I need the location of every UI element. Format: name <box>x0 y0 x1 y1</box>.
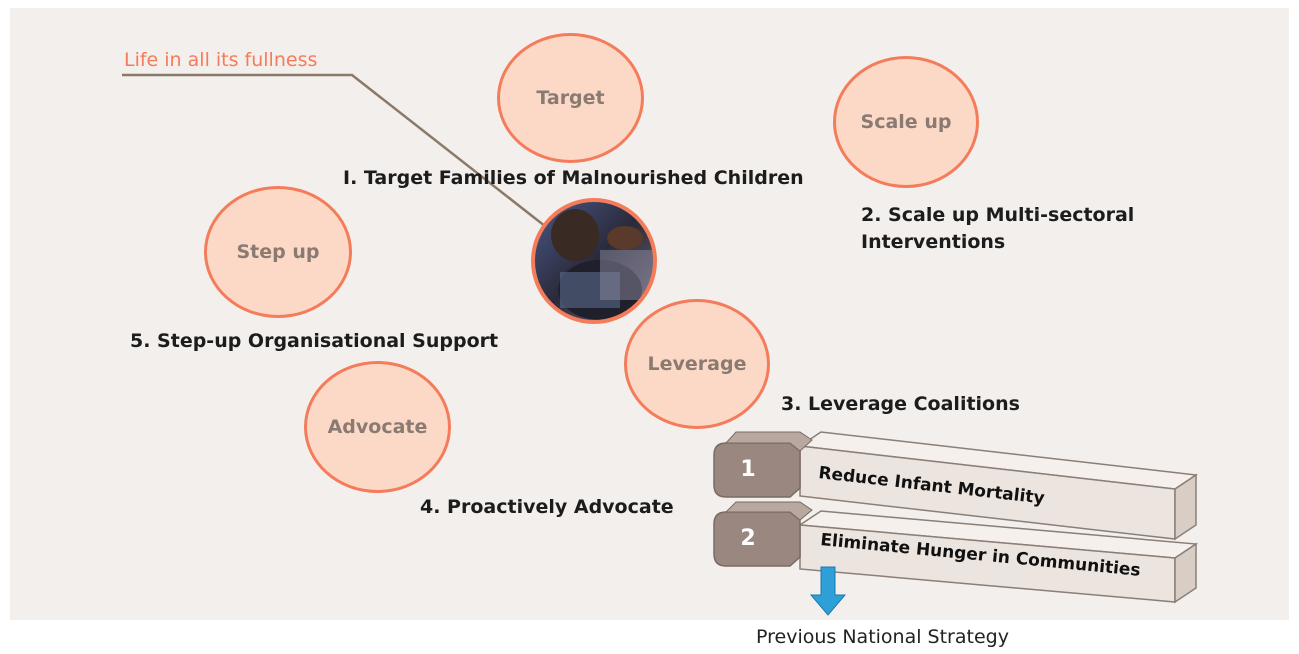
circle-target-label: Target <box>536 87 605 109</box>
circle-advocate-label: Advocate <box>327 416 428 438</box>
statement-leverage: 3. Leverage Coalitions <box>781 393 1020 415</box>
down-arrow-icon <box>809 566 847 616</box>
footer-caption: Previous National Strategy <box>756 626 1009 648</box>
circle-leverage-label: Leverage <box>647 353 747 375</box>
circle-scale-up: Scale up <box>833 56 979 188</box>
circle-scale-up-label: Scale up <box>860 111 952 133</box>
circle-advocate: Advocate <box>304 361 451 493</box>
statement-scale-up-line2: Interventions <box>861 231 1006 253</box>
leader-line <box>122 73 551 231</box>
child-photo <box>531 198 657 324</box>
statement-scale-up-line1: 2. Scale up Multi-sectoral <box>861 204 1135 226</box>
circle-step-up: Step up <box>204 186 352 318</box>
goal-bars: 1 2 Reduce Infant Mortality Eliminate Hu… <box>713 431 1199 604</box>
statement-advocate: 4. Proactively Advocate <box>420 496 674 518</box>
goal-number-2: 2 <box>740 526 755 551</box>
circle-leverage: Leverage <box>624 299 770 429</box>
statement-target: I. Target Families of Malnourished Child… <box>343 167 804 189</box>
circle-target: Target <box>497 33 644 163</box>
circle-step-up-label: Step up <box>236 241 320 263</box>
tagline: Life in all its fullness <box>124 49 318 71</box>
goal-number-1: 1 <box>740 457 755 482</box>
statement-step-up: 5. Step-up Organisational Support <box>130 330 499 352</box>
